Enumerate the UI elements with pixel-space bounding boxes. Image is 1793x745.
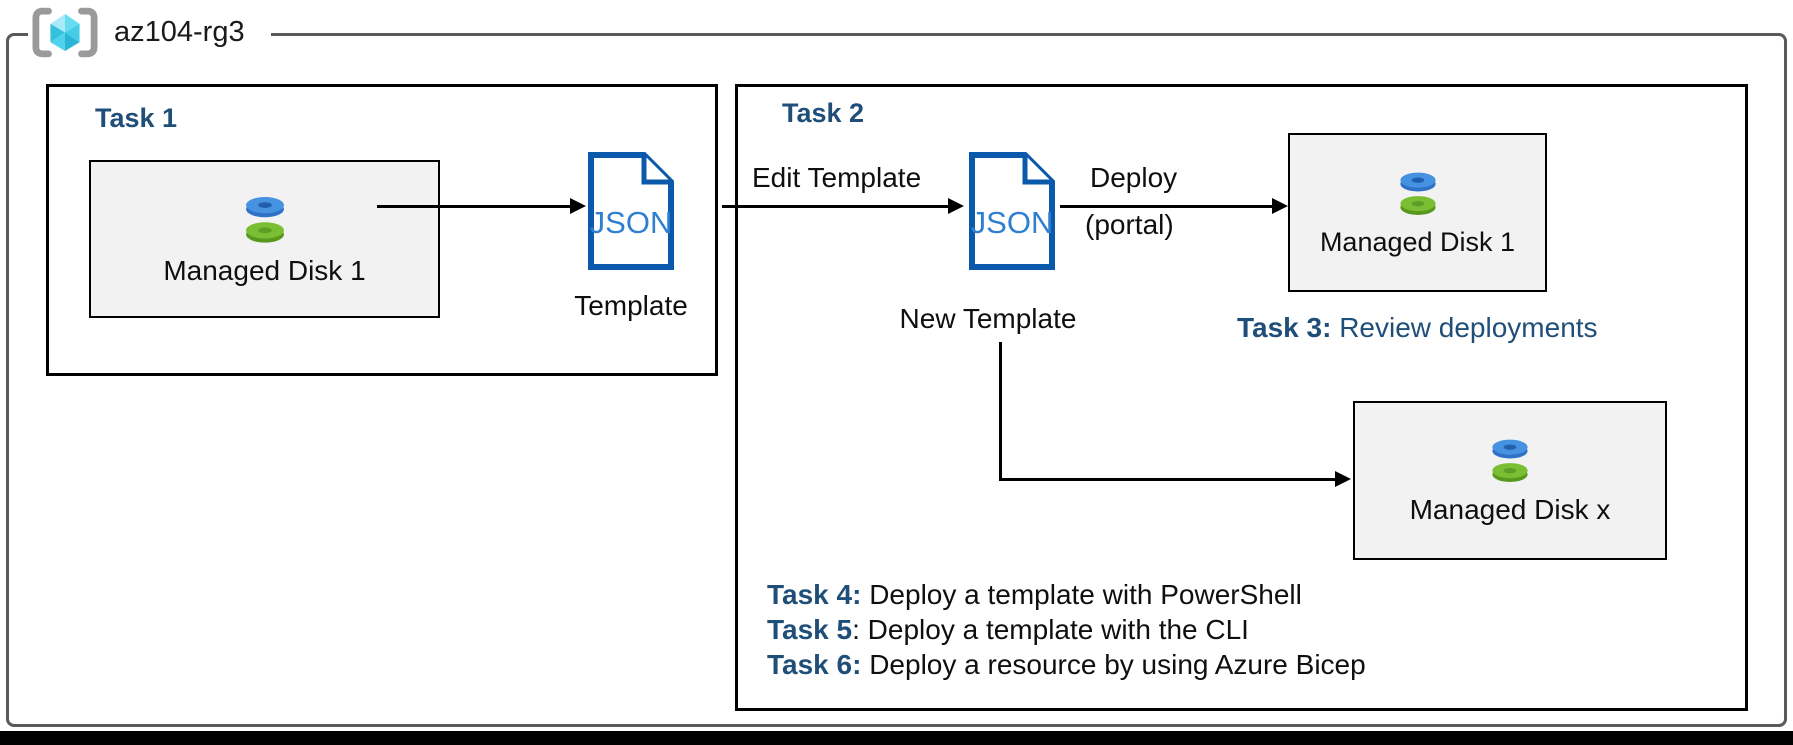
managed-disk-1-label: Managed Disk 1 bbox=[163, 254, 366, 286]
edit-template-label: Edit Template bbox=[752, 162, 922, 193]
task4-line: Task 4: Deploy a template with PowerShel… bbox=[767, 577, 1366, 612]
template-caption: Template bbox=[574, 290, 688, 321]
arrow-edit-template bbox=[722, 205, 948, 208]
task3-label: Task 3: Review deployments bbox=[1237, 312, 1598, 344]
task4-text: Deploy a template with PowerShell bbox=[861, 579, 1302, 610]
resource-group-icon bbox=[32, 7, 98, 57]
managed-disk-1-box: Managed Disk 1 bbox=[89, 160, 440, 318]
task5-text: Deploy a template with the CLI bbox=[859, 614, 1249, 645]
task5-line: Task 5: Deploy a template with the CLI bbox=[767, 614, 1249, 645]
task2-title: Task 2 bbox=[782, 98, 865, 128]
arrow-disk-to-template bbox=[377, 205, 572, 208]
json-icon-text: JSON bbox=[590, 205, 673, 240]
managed-disk-icon bbox=[1391, 168, 1445, 220]
resource-group-label: az104-rg3 bbox=[114, 15, 245, 48]
new-template-caption: New Template bbox=[899, 303, 1077, 334]
elbow-vertical-line bbox=[999, 342, 1002, 480]
resource-group-header: az104-rg3 bbox=[28, 3, 271, 61]
task6-text: Deploy a resource by using Azure Bicep bbox=[861, 649, 1366, 680]
task5-prefix: Task 5 bbox=[767, 614, 853, 645]
managed-disk-1-deployed-label: Managed Disk 1 bbox=[1319, 226, 1516, 257]
task3-prefix: Task 3: bbox=[1237, 312, 1332, 343]
managed-disk-x-label: Managed Disk x bbox=[1409, 494, 1611, 525]
arrow-deploy bbox=[1060, 205, 1273, 208]
arrowhead-edit-template bbox=[948, 198, 964, 214]
task6-line: Task 6: Deploy a resource by using Azure… bbox=[767, 647, 1366, 682]
json-icon-text: JSON bbox=[971, 205, 1054, 240]
task-list: Task 4: Deploy a template with PowerShel… bbox=[767, 577, 1366, 682]
managed-disk-x-box: Managed Disk x bbox=[1353, 401, 1667, 560]
elbow-horizontal-line bbox=[999, 478, 1336, 481]
arrowhead-elbow bbox=[1335, 471, 1351, 487]
json-template-icon: JSON bbox=[588, 152, 674, 270]
task4-prefix: Task 4: bbox=[767, 579, 862, 610]
arrowhead-deploy bbox=[1272, 198, 1288, 214]
resource-group-border bbox=[6, 33, 1787, 727]
managed-disk-icon bbox=[236, 192, 294, 248]
task6-prefix: Task 6: bbox=[767, 649, 862, 680]
arrowhead-disk-to-template bbox=[570, 198, 586, 214]
deploy-label: Deploy bbox=[1090, 162, 1178, 193]
task3-text: Review deployments bbox=[1331, 312, 1598, 343]
json-new-template-icon: JSON bbox=[969, 152, 1055, 270]
managed-disk-1-deployed-box: Managed Disk 1 bbox=[1288, 133, 1547, 292]
deploy-portal-label: (portal) bbox=[1085, 209, 1174, 240]
task2-box bbox=[735, 84, 1748, 711]
task1-title: Task 1 bbox=[95, 103, 178, 133]
bottom-black-bar bbox=[0, 731, 1793, 745]
managed-disk-icon bbox=[1483, 435, 1537, 487]
